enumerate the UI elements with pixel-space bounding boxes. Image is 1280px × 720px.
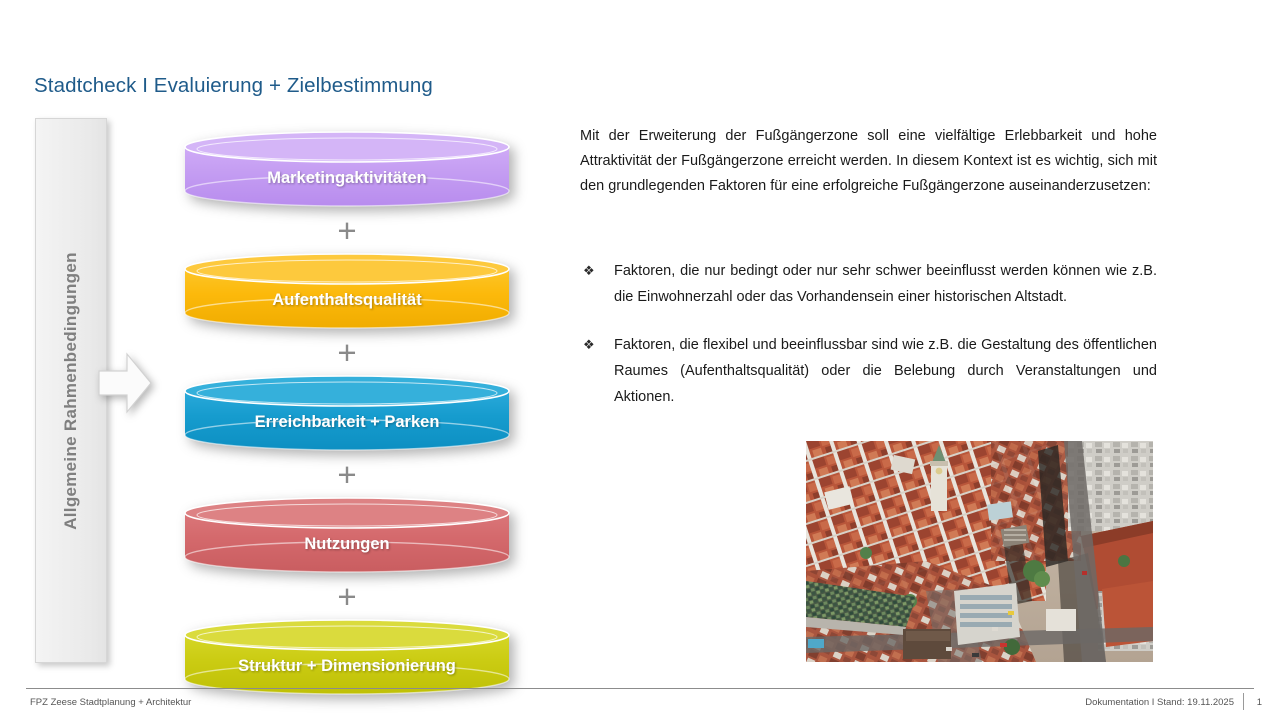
factor-stack: Marketingaktivitäten + Aufenthaltsqualit… — [182, 130, 522, 696]
plus-separator: + — [337, 211, 357, 249]
footer-separator — [1243, 693, 1244, 710]
cylinder-shape-4 — [184, 619, 510, 695]
stack-item[interactable]: Erreichbarkeit + Parken — [182, 374, 512, 452]
framework-conditions-bar: Allgemeine Rahmenbedingungen — [35, 118, 107, 663]
stack-item[interactable]: Nutzungen — [182, 496, 512, 574]
plus-separator: + — [337, 577, 357, 615]
footer-company: FPZ Zeese Stadtplanung + Architektur — [30, 697, 192, 708]
plus-separator: + — [337, 333, 357, 371]
footer-divider — [26, 688, 1254, 689]
bullet-list: ❖ Faktoren, die nur bedingt oder nur seh… — [580, 258, 1157, 432]
list-item-text: Faktoren, die nur bedingt oder nur sehr … — [614, 263, 1157, 305]
stack-item[interactable]: Marketingaktivitäten — [182, 130, 512, 208]
diamond-bullet-icon: ❖ — [583, 263, 595, 278]
arrow-right-icon — [98, 352, 152, 414]
framework-conditions-label: Allgemeine Rahmenbedingungen — [61, 251, 80, 530]
page-number: 1 — [1256, 697, 1262, 708]
list-item: ❖ Faktoren, die nur bedingt oder nur seh… — [580, 258, 1157, 310]
list-item-text: Faktoren, die flexibel und beeinflussbar… — [614, 337, 1157, 405]
cylinder-shape-1 — [184, 253, 510, 329]
page-title: Stadtcheck I Evaluierung + Zielbestimmun… — [34, 74, 433, 97]
stack-item[interactable]: Aufenthaltsqualität — [182, 252, 512, 330]
list-item: ❖ Faktoren, die flexibel und beeinflussb… — [580, 332, 1157, 410]
footer-document-info: Dokumentation I Stand: 19.11.2025 — [1085, 697, 1234, 708]
intro-paragraph: Mit der Erweiterung der Fußgängerzone so… — [580, 128, 1157, 194]
plus-separator: + — [337, 455, 357, 493]
cylinder-shape-3 — [184, 497, 510, 573]
cylinder-shape-2 — [184, 375, 510, 451]
aerial-photo-town-center — [806, 441, 1153, 662]
stack-item[interactable]: Struktur + Dimensionierung — [182, 618, 512, 696]
diamond-bullet-icon: ❖ — [583, 337, 595, 352]
cylinder-shape-0 — [184, 131, 510, 207]
